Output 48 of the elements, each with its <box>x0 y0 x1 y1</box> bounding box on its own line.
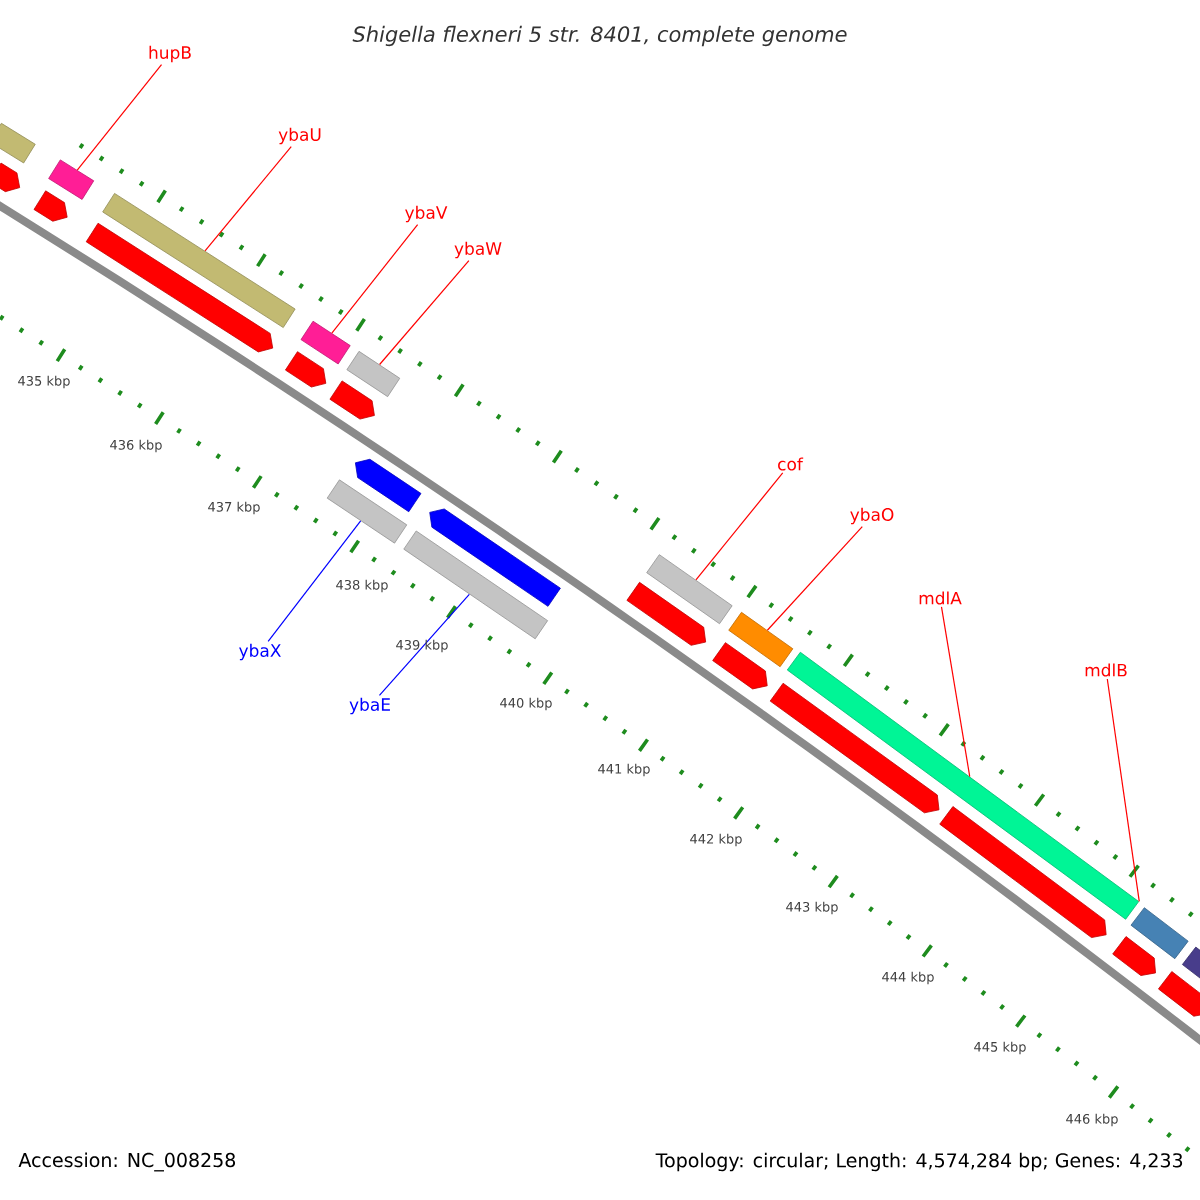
gene-label: cof <box>778 457 804 471</box>
gene-bar <box>102 193 296 328</box>
gene-feature <box>1158 971 1200 1017</box>
gene-bar <box>0 122 36 164</box>
leader-line <box>76 64 163 171</box>
gene-label: ybaU <box>278 127 321 145</box>
gene-feature <box>1112 936 1156 976</box>
title: Shigella flexneri 5 str. 8401, complete genome <box>352 25 847 47</box>
gene-bar <box>346 350 401 398</box>
leader-line <box>379 260 470 366</box>
gene-bar <box>326 479 408 544</box>
leader-line <box>378 593 470 696</box>
gene-feature <box>329 380 375 420</box>
gene-bar <box>786 651 1140 920</box>
gene-feature <box>355 458 422 513</box>
gene-label: ybaO <box>850 507 894 525</box>
leader-line <box>940 606 971 778</box>
gene-bar <box>403 530 548 640</box>
gene-label: ybaW <box>454 241 502 259</box>
gene-bar <box>300 320 351 365</box>
gene-label: mdlA <box>919 591 962 605</box>
gene-feature <box>626 581 707 646</box>
gene-label: mdlB <box>1085 663 1127 677</box>
gene-feature <box>429 508 561 607</box>
leader-line <box>204 146 292 252</box>
gene-feature <box>285 351 327 388</box>
gene-feature <box>712 642 768 690</box>
gene-bar <box>1130 907 1189 960</box>
gene-bar <box>1182 946 1200 980</box>
gene-feature <box>939 806 1107 938</box>
leader-line <box>331 224 419 334</box>
gene-feature <box>33 190 68 222</box>
gene-bar <box>48 159 95 200</box>
gene-bar <box>728 611 794 668</box>
gene-feature <box>0 162 21 193</box>
accession-text: Accession: NC_008258 <box>18 1152 236 1172</box>
leader-line <box>1106 678 1140 903</box>
gene-label: ybaV <box>405 205 448 223</box>
gene-feature <box>769 682 940 814</box>
genome-info-text: Topology: circular; Length: 4,574,284 bp; Genes: 4,233 <box>655 1152 1183 1172</box>
gene-label: ybaE <box>349 697 390 715</box>
gene-feature <box>85 222 274 353</box>
gene-label: ybaX <box>239 643 281 661</box>
gene-label: hupB <box>149 45 191 63</box>
leader-line <box>695 472 784 581</box>
gene-bar <box>646 554 733 625</box>
leader-line <box>766 526 863 631</box>
leader-line <box>267 520 362 642</box>
